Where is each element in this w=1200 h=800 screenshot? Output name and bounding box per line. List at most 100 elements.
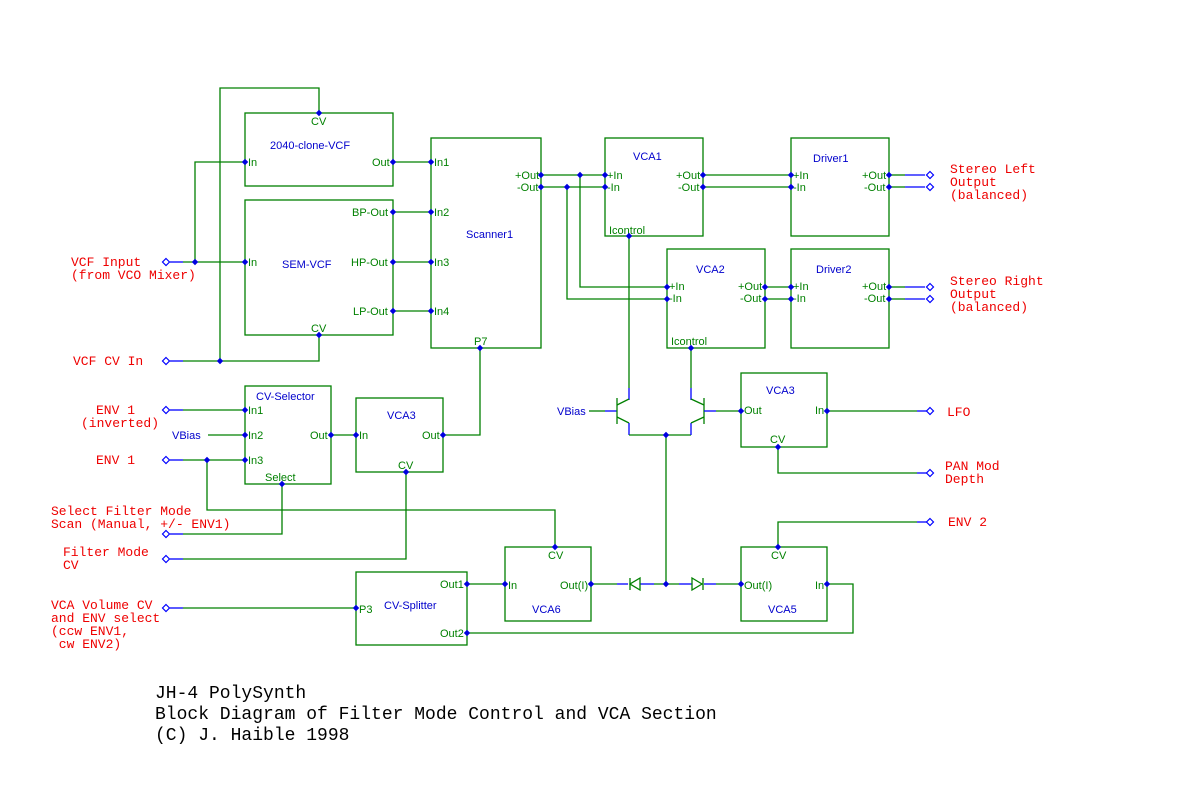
connection-node <box>191 258 199 266</box>
svg-text:LFO: LFO <box>947 405 971 420</box>
connection-node <box>315 109 323 117</box>
connection-node <box>699 183 707 191</box>
pin-label: Icontrol <box>609 225 645 237</box>
block-name: VCA3 <box>766 385 795 397</box>
pin-label: +In <box>793 170 809 182</box>
terminal-connector[interactable] <box>161 603 171 613</box>
block-vca1[interactable]: VCA1 +In -In +Out -Out Icontrol <box>604 137 704 237</box>
pin-label: +In <box>607 170 623 182</box>
terminals <box>161 170 935 613</box>
block-name: Driver2 <box>816 264 851 276</box>
pin-label: Out2 <box>440 628 464 640</box>
block-vca6[interactable]: VCA6 CV In Out(I) <box>504 546 592 622</box>
pin-label: Out1 <box>440 579 464 591</box>
connection-node <box>389 208 397 216</box>
pin-label: -In <box>793 182 806 194</box>
connection-node <box>463 629 471 637</box>
svg-text:Output: Output <box>950 287 997 302</box>
terminal-connector[interactable] <box>925 517 935 527</box>
connection-node <box>823 407 831 415</box>
connection-node <box>463 580 471 588</box>
pin-label: +In <box>793 281 809 293</box>
connection-node <box>787 171 795 179</box>
svg-text:and ENV select: and ENV select <box>51 611 160 626</box>
connection-node <box>885 171 893 179</box>
connection-node <box>787 295 795 303</box>
pin-label: +In <box>669 281 685 293</box>
pin-label: In3 <box>248 455 263 467</box>
svg-text:Stereo Left: Stereo Left <box>950 162 1036 177</box>
terminal-connector[interactable] <box>925 170 935 180</box>
terminal-connector[interactable] <box>161 405 171 415</box>
connection-node <box>885 183 893 191</box>
vbias-label: VBias <box>172 430 201 442</box>
pin-label: In1 <box>248 405 263 417</box>
terminal-connector[interactable] <box>161 257 171 267</box>
block-vca3-left[interactable]: VCA3 In Out CV <box>355 397 444 473</box>
pin-label: Out(I) <box>744 580 772 592</box>
terminal-connector[interactable] <box>925 406 935 416</box>
block-name: VCA1 <box>633 151 662 163</box>
block-vca2[interactable]: VCA2 +In -In +Out -Out Icontrol <box>666 248 766 349</box>
terminal-connector[interactable] <box>161 356 171 366</box>
terminal-connector[interactable] <box>925 282 935 292</box>
svg-text:ENV 2: ENV 2 <box>948 515 987 530</box>
block-driver2[interactable]: Driver2 +In -In +Out -Out <box>790 248 890 349</box>
block-vca5[interactable]: VCA5 CV Out(I) In <box>740 546 828 622</box>
svg-text:CV: CV <box>63 558 79 573</box>
block-sem-vcf[interactable]: SEM-VCF BP-Out HP-Out LP-Out In CV <box>244 199 394 336</box>
pin-label: LP-Out <box>353 306 388 318</box>
terminal-connector[interactable] <box>161 455 171 465</box>
svg-text:ENV 1: ENV 1 <box>96 403 135 418</box>
label-env2: ENV 2 <box>948 515 987 530</box>
connection-node <box>352 604 360 612</box>
terminal-connector[interactable] <box>925 182 935 192</box>
pin-label: Out <box>372 157 390 169</box>
connection-node <box>787 283 795 291</box>
pin-label: In <box>248 157 257 169</box>
connection-node <box>537 183 545 191</box>
label-vcf-input: VCF Input (from VCO Mixer) <box>71 255 196 283</box>
pin-label: +Out <box>862 281 886 293</box>
pin-label: Out <box>744 405 762 417</box>
block-scanner1[interactable]: Scanner1 In1 In2 In3 In4 +Out -Out P7 <box>430 137 542 349</box>
connection-node <box>203 456 211 464</box>
block-cv-splitter[interactable]: CV-Splitter P3 Out1 Out2 <box>355 571 468 646</box>
block-2040-clone-vcf[interactable]: 2040-clone-VCF CV In Out <box>244 112 394 187</box>
wires <box>170 87 930 634</box>
connection-node <box>663 283 671 291</box>
terminal-connector[interactable] <box>925 468 935 478</box>
connection-node <box>662 431 670 439</box>
block-name: Scanner1 <box>466 229 513 241</box>
pin-label: Select <box>265 472 296 484</box>
label-env1-inverted: ENV 1 (inverted) <box>81 403 159 431</box>
pin-label: -In <box>669 293 682 305</box>
label-lfo: LFO <box>947 405 971 420</box>
pin-label: -Out <box>864 293 885 305</box>
pin-label: In4 <box>434 306 449 318</box>
terminal-connector[interactable] <box>161 529 171 539</box>
block-name: VCA5 <box>768 604 797 616</box>
terminal-connector[interactable] <box>925 294 935 304</box>
connection-node <box>687 344 695 352</box>
block-cv-selector[interactable]: CV-Selector In1 In2 In3 Out Select <box>244 385 332 485</box>
pin-label: -Out <box>740 293 761 305</box>
pin-label: -In <box>793 293 806 305</box>
connection-node <box>761 283 769 291</box>
block-name: SEM-VCF <box>282 259 332 271</box>
block-name: CV-Selector <box>256 391 315 403</box>
pin-label: In2 <box>434 207 449 219</box>
connection-node <box>885 295 893 303</box>
svg-text:VCA Volume CV: VCA Volume CV <box>51 598 153 613</box>
pin-label: In <box>815 405 824 417</box>
pin-label: -Out <box>864 182 885 194</box>
connection-node <box>774 543 782 551</box>
terminal-connector[interactable] <box>161 554 171 564</box>
svg-text:Filter Mode: Filter Mode <box>63 545 149 560</box>
connection-node <box>537 171 545 179</box>
block-vca3-right[interactable]: VCA3 Out In CV <box>740 372 828 448</box>
label-select-filter-mode: Select Filter Mode Scan (Manual, +/- ENV… <box>51 504 230 532</box>
block-driver1[interactable]: Driver1 +In -In +Out -Out <box>790 137 890 237</box>
svg-text:(ccw ENV1,: (ccw ENV1, <box>51 624 129 639</box>
pin-label: +Out <box>862 170 886 182</box>
